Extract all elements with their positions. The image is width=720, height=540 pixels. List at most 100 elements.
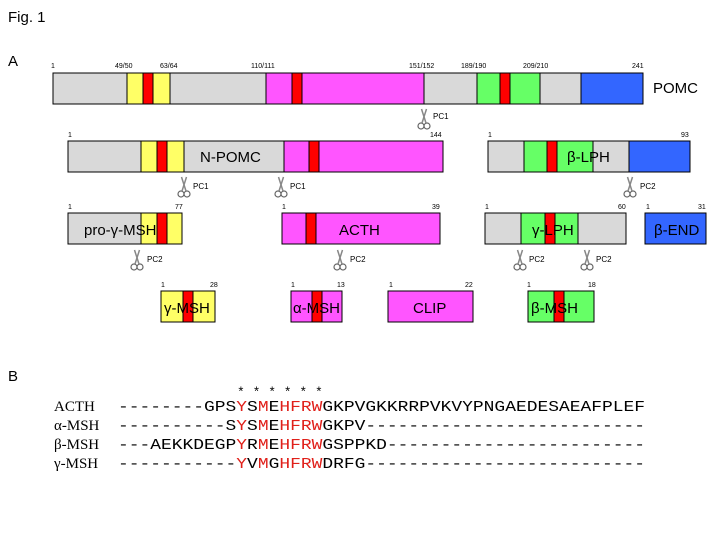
pomc-number: 151/152 (409, 63, 434, 70)
glph-bar (484, 212, 627, 245)
pomc-number: 189/190 (461, 63, 486, 70)
pomc-number: 49/50 (115, 63, 133, 70)
bmsh-bar (527, 290, 595, 323)
bmsh-segment-red (553, 290, 565, 323)
bmsh-start: 1 (527, 282, 531, 289)
sequence-name: α-MSH (54, 418, 100, 434)
pomc-number: 1 (51, 63, 55, 70)
glph-end: 60 (618, 204, 626, 211)
glph-start: 1 (485, 204, 489, 211)
sequence-name: ACTH (54, 399, 95, 415)
gmsh-label: γ-MSH (164, 300, 210, 317)
progmsh-end: 77 (175, 204, 183, 211)
pomc-bar (52, 72, 644, 105)
amsh-bar (290, 290, 343, 323)
scissors-icon (417, 108, 431, 130)
sequence-name: γ-MSH (53, 456, 98, 472)
acth-end: 39 (432, 204, 440, 211)
panel-b-label: B (8, 368, 18, 385)
npomc-end: 144 (430, 132, 442, 139)
bend-bar (644, 212, 707, 245)
progmsh-bar (67, 212, 183, 245)
glph-segment-red (544, 212, 556, 245)
npomc-segment-red (308, 140, 320, 173)
bmsh-label: β-MSH (531, 300, 578, 317)
progmsh-label: pro-γ-MSH (84, 222, 157, 239)
scissors-icon (274, 176, 288, 198)
acth-bar (281, 212, 441, 245)
cleavage-label: PC2 (147, 255, 163, 264)
pomc-label: POMC (653, 80, 698, 97)
cleavage-label: PC2 (640, 182, 656, 191)
scissors-icon (623, 176, 637, 198)
cleavage-label: PC1 (290, 182, 306, 191)
blph-segment-red (546, 140, 558, 173)
pomc-number: 209/210 (523, 63, 548, 70)
scissors-icon (177, 176, 191, 198)
blph-segment-blue (628, 140, 691, 173)
amsh-label: α-MSH (293, 300, 340, 317)
amsh-segment-red (311, 290, 323, 323)
glph-label: γ-LPH (532, 222, 574, 239)
scissors-icon (580, 249, 594, 271)
pomc-segment-blue (580, 72, 644, 105)
clip-label: CLIP (413, 300, 446, 317)
panel-a-label: A (8, 53, 18, 70)
amsh-start: 1 (291, 282, 295, 289)
cleavage-label: PC2 (596, 255, 612, 264)
clip-bar (387, 290, 474, 323)
blph-segment-green (523, 140, 594, 173)
bend-start: 1 (646, 204, 650, 211)
bend-label: β-END (654, 222, 699, 239)
gmsh-segment-red (182, 290, 194, 323)
pomc-segment-magenta (265, 72, 425, 105)
scissors-icon (130, 249, 144, 271)
clip-end: 22 (465, 282, 473, 289)
pomc-segment-red (142, 72, 154, 105)
scissors-icon (333, 249, 347, 271)
blph-end: 93 (681, 132, 689, 139)
conservation-stars: * * * * * * (237, 385, 323, 400)
clip-segment-magenta (387, 290, 474, 323)
bmsh-end: 18 (588, 282, 596, 289)
gmsh-start: 1 (161, 282, 165, 289)
cleavage-label: PC2 (529, 255, 545, 264)
pomc-segment-red (499, 72, 511, 105)
pomc-numbers: 1 49/50 63/64 110/111 151/152 189/190 20… (51, 63, 644, 70)
sequence-name: β-MSH (54, 437, 99, 453)
acth-segment-red (305, 212, 317, 245)
pomc-segment-red (291, 72, 303, 105)
npomc-segment-magenta (283, 140, 444, 173)
pomc-number: 110/111 (251, 63, 275, 70)
scissors-icon (513, 249, 527, 271)
progmsh-start: 1 (68, 204, 72, 211)
npomc-label: N-POMC (200, 149, 261, 166)
amsh-end: 13 (337, 282, 345, 289)
acth-label: ACTH (339, 222, 380, 239)
npomc-start: 1 (68, 132, 72, 139)
clip-start: 1 (389, 282, 393, 289)
bend-segment-blue (644, 212, 707, 245)
progmsh-segment-red (156, 212, 168, 245)
figure-title: Fig. 1 (8, 9, 46, 26)
cleavage-label: PC2 (350, 255, 366, 264)
cleavage-label: PC1 (193, 182, 209, 191)
gmsh-bar (160, 290, 216, 323)
blph-label: β-LPH (567, 149, 610, 166)
pomc-number: 63/64 (160, 63, 178, 70)
cleavage-label: PC1 (433, 112, 449, 121)
npomc-segment-red (156, 140, 168, 173)
bend-end: 31 (698, 204, 706, 211)
blph-bar (487, 140, 691, 173)
pomc-number: 241 (632, 63, 644, 70)
npomc-bar (67, 140, 444, 173)
gmsh-end: 28 (210, 282, 218, 289)
acth-start: 1 (282, 204, 286, 211)
blph-start: 1 (488, 132, 492, 139)
